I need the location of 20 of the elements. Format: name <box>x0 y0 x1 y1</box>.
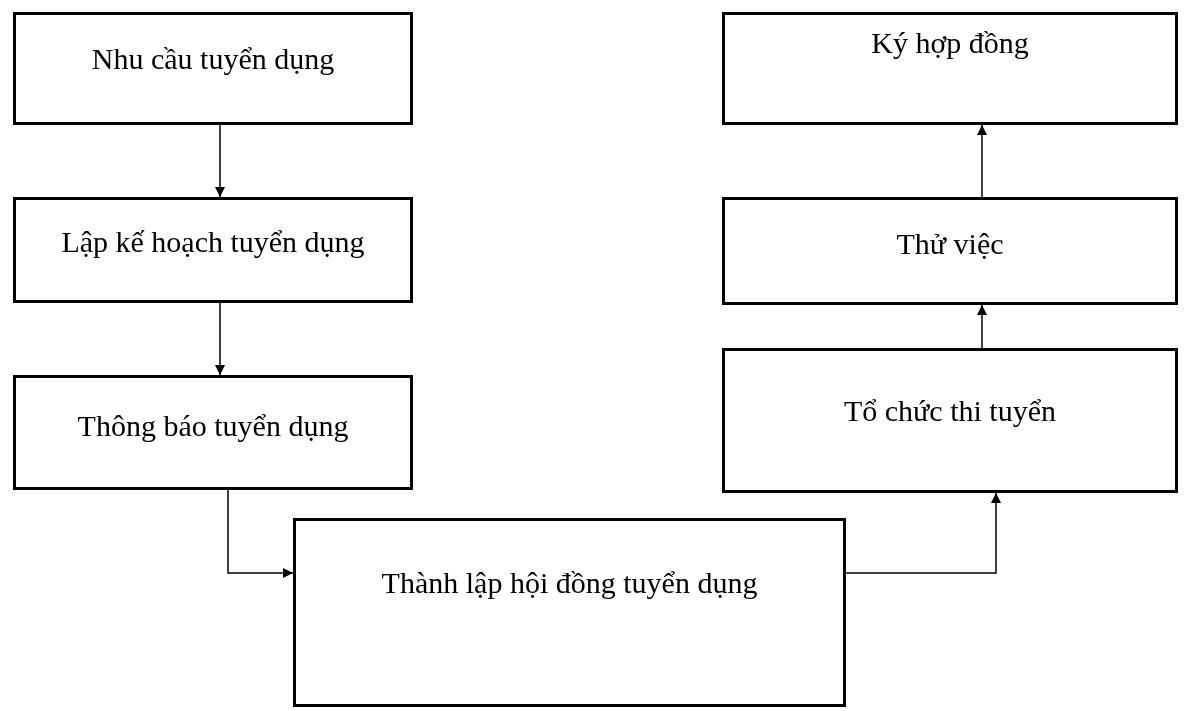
process-box <box>13 197 413 303</box>
box-label: Thông báo tuyển dụng <box>77 408 349 444</box>
process-box <box>722 12 1178 125</box>
arrow <box>845 492 1001 574</box>
process-box <box>13 375 413 490</box>
process-box <box>722 197 1178 305</box>
process-box <box>13 12 413 125</box>
box-label: Ký hợp đồng <box>871 25 1029 61</box>
arrow <box>215 302 225 376</box>
arrow <box>977 124 987 198</box>
process-box <box>293 518 846 707</box>
arrow <box>215 124 225 198</box>
arrow <box>977 304 987 349</box>
box-label: Thử việc <box>896 226 1004 262</box>
box-label: Nhu cầu tuyển dụng <box>91 41 335 77</box>
process-box <box>722 348 1178 493</box>
box-label: Thành lập hội đồng tuyển dụng <box>381 565 758 601</box>
box-label: Tổ chức thi tuyển <box>843 393 1056 429</box>
arrow <box>227 489 294 578</box>
box-label: Lập kế hoạch tuyển dụng <box>61 224 365 260</box>
